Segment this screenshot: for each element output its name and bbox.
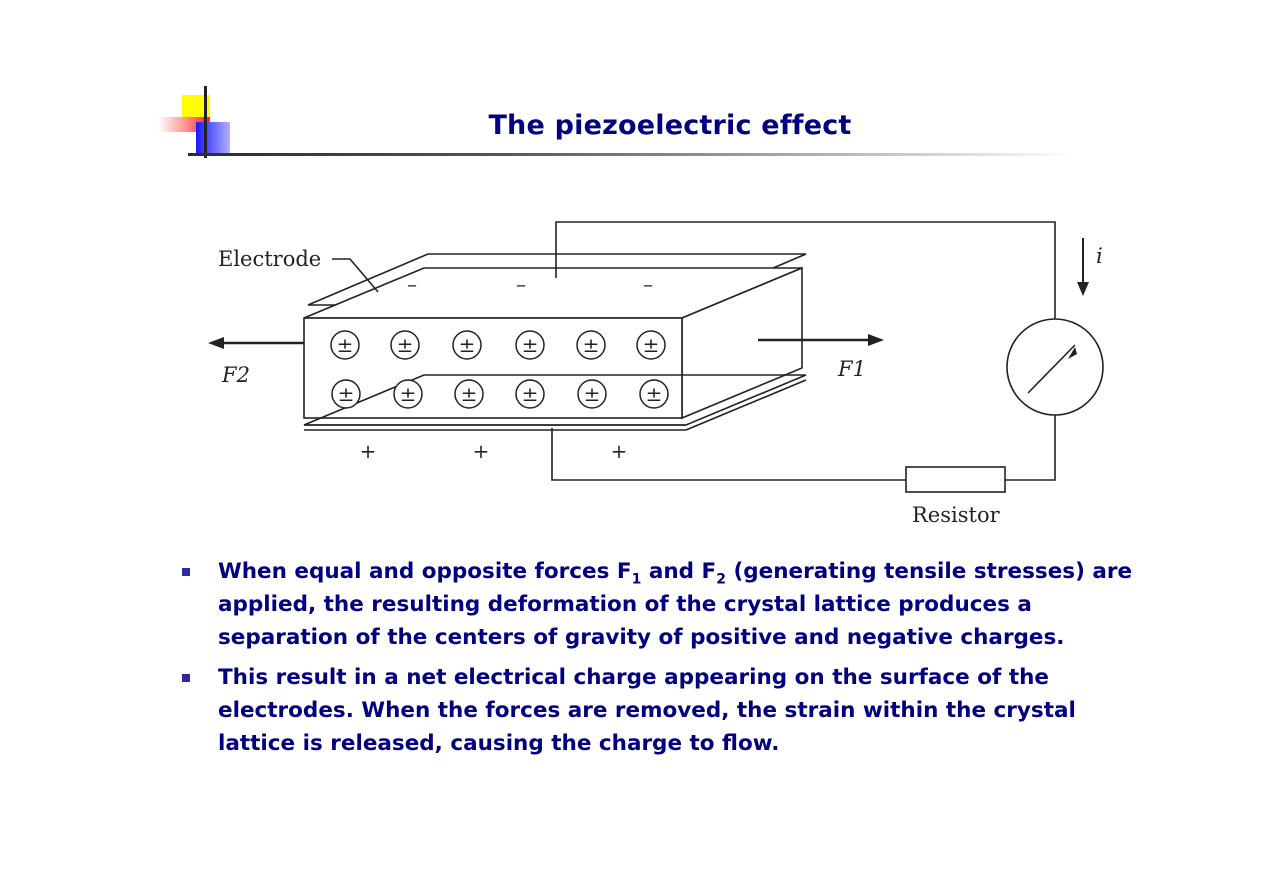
charge-circle: [390, 330, 420, 360]
charge-symbol: ±: [584, 382, 601, 406]
charge-circle: [576, 330, 606, 360]
crystal-front-face: [303, 317, 683, 419]
title-underline: [188, 153, 1078, 156]
charge-circle: [452, 330, 482, 360]
charge-circle: [331, 379, 361, 409]
top-negative-sign: –: [516, 272, 526, 296]
current-meter: [1006, 318, 1104, 416]
bullet-text: When equal and opposite forces F1 and F2…: [218, 559, 1133, 650]
bottom-positive-sign: +: [473, 439, 490, 463]
charge-symbol: ±: [338, 382, 355, 406]
resistor-label: Resistor: [912, 503, 1001, 527]
top-negative-sign: –: [643, 272, 653, 296]
charge-circle: [636, 330, 666, 360]
logo-vertical-line: [204, 86, 207, 158]
electrode-label: Electrode: [218, 247, 321, 271]
bullet-list: When equal and opposite forces F1 and F2…: [180, 555, 1140, 767]
charge-symbol: ±: [459, 333, 476, 357]
slide-logo: [158, 86, 230, 158]
force-f1-label: F1: [837, 357, 866, 381]
bullet-text: This result in a net electrical charge a…: [218, 665, 1076, 756]
force-f2-label: F2: [221, 363, 250, 387]
bullet-square-icon: [182, 568, 190, 576]
bullet-square-icon: [182, 674, 190, 682]
electrode-leader-line: [332, 258, 379, 293]
bullet-item: This result in a net electrical charge a…: [180, 661, 1140, 760]
charge-circle: [515, 330, 545, 360]
charge-symbol: ±: [400, 382, 417, 406]
charge-circle: [639, 379, 669, 409]
charge-circle: [515, 379, 545, 409]
charge-symbol: ±: [522, 382, 539, 406]
circuit-wire-top: [555, 221, 1056, 320]
charge-symbol: ±: [397, 333, 414, 357]
resistor: [905, 466, 1006, 493]
charge-circle: [577, 379, 607, 409]
top-negative-sign: –: [407, 272, 417, 296]
charge-symbol: ±: [337, 333, 354, 357]
bullet-item: When equal and opposite forces F1 and F2…: [180, 555, 1140, 654]
charge-array: [330, 330, 669, 409]
charge-circle: [454, 379, 484, 409]
bottom-positive-sign: +: [360, 439, 377, 463]
slide-title: The piezoelectric effect: [488, 110, 852, 141]
charge-symbol: ±: [643, 333, 660, 357]
charge-symbol: ±: [522, 333, 539, 357]
bottom-positive-sign: +: [611, 439, 628, 463]
meter-needle: [1027, 344, 1076, 394]
charge-circle: [330, 330, 360, 360]
logo-blue-square: [196, 122, 230, 154]
charge-symbol: ±: [583, 333, 600, 357]
charge-symbol: ±: [646, 382, 663, 406]
circuit-wire-bottom-left: [551, 428, 906, 481]
charge-circle: [393, 379, 423, 409]
circuit-wire-bottom: [1005, 414, 1056, 481]
current-label: i: [1096, 244, 1103, 268]
charge-symbol: ±: [461, 382, 478, 406]
